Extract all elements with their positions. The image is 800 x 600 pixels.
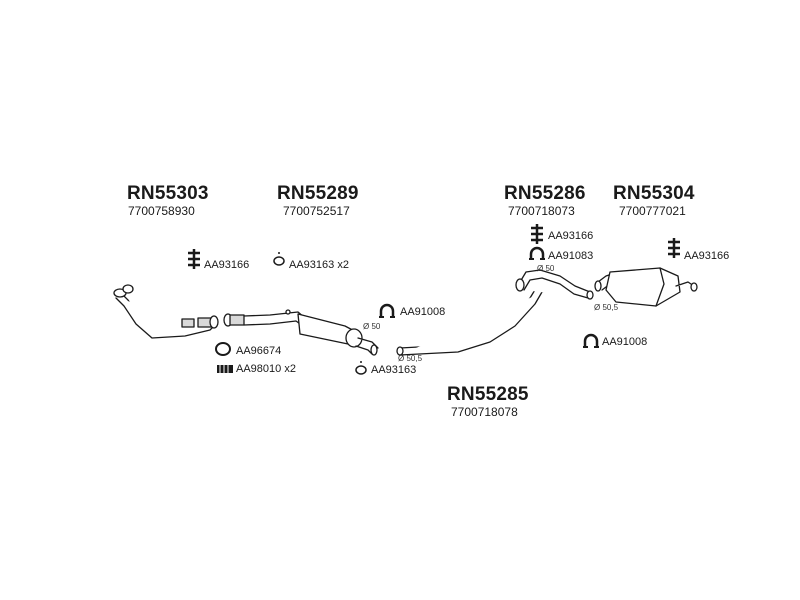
part-label: AA93163 xyxy=(371,364,417,376)
ref-rn55285: RN55285 xyxy=(447,384,529,405)
middle-silencer xyxy=(223,309,379,356)
rubber-hanger-icon xyxy=(188,249,200,269)
part-label: AA91083 xyxy=(548,250,594,262)
ref-rn55303: RN55303 xyxy=(127,183,209,204)
diameter-label: Ø 50,5 xyxy=(398,354,423,363)
part-label: AA91008 xyxy=(400,306,446,318)
front-pipe xyxy=(113,284,219,339)
clamp-icon xyxy=(379,303,395,318)
part-label: AA98010 x2 xyxy=(236,363,296,375)
diameter-label: Ø 50,5 xyxy=(594,303,619,312)
diameter-label: Ø 50 xyxy=(537,264,555,273)
ref-rn55289: RN55289 xyxy=(277,183,359,204)
oem-number: 7700752517 xyxy=(283,204,350,218)
clamp-icon xyxy=(529,246,545,260)
rubber-hanger-icon xyxy=(668,238,680,258)
intermediate-pipe xyxy=(396,269,594,356)
oem-number: 7700718078 xyxy=(451,405,518,419)
oem-number: 7700777021 xyxy=(619,204,686,218)
sealing-ring-icon xyxy=(273,252,285,266)
rear-silencer xyxy=(594,267,698,307)
oem-number: 7700718073 xyxy=(508,204,575,218)
oem-number: 7700758930 xyxy=(128,204,195,218)
diameter-label: Ø 50 xyxy=(363,322,381,331)
part-label: AA93163 x2 xyxy=(289,259,349,271)
clamp-icon xyxy=(583,333,599,348)
ref-rn55286: RN55286 xyxy=(504,183,586,204)
part-label: AA93166 xyxy=(204,259,250,271)
part-label: AA91008 xyxy=(602,336,648,348)
part-label: AA93166 xyxy=(684,250,730,262)
rubber-hanger-icon xyxy=(531,224,543,244)
bolt-kit-icon xyxy=(217,365,233,373)
sealing-ring-icon xyxy=(355,361,367,375)
ref-rn55304: RN55304 xyxy=(613,183,695,204)
gasket-ring-icon xyxy=(215,342,231,356)
part-label: AA93166 xyxy=(548,230,594,242)
part-label: AA96674 xyxy=(236,345,282,357)
